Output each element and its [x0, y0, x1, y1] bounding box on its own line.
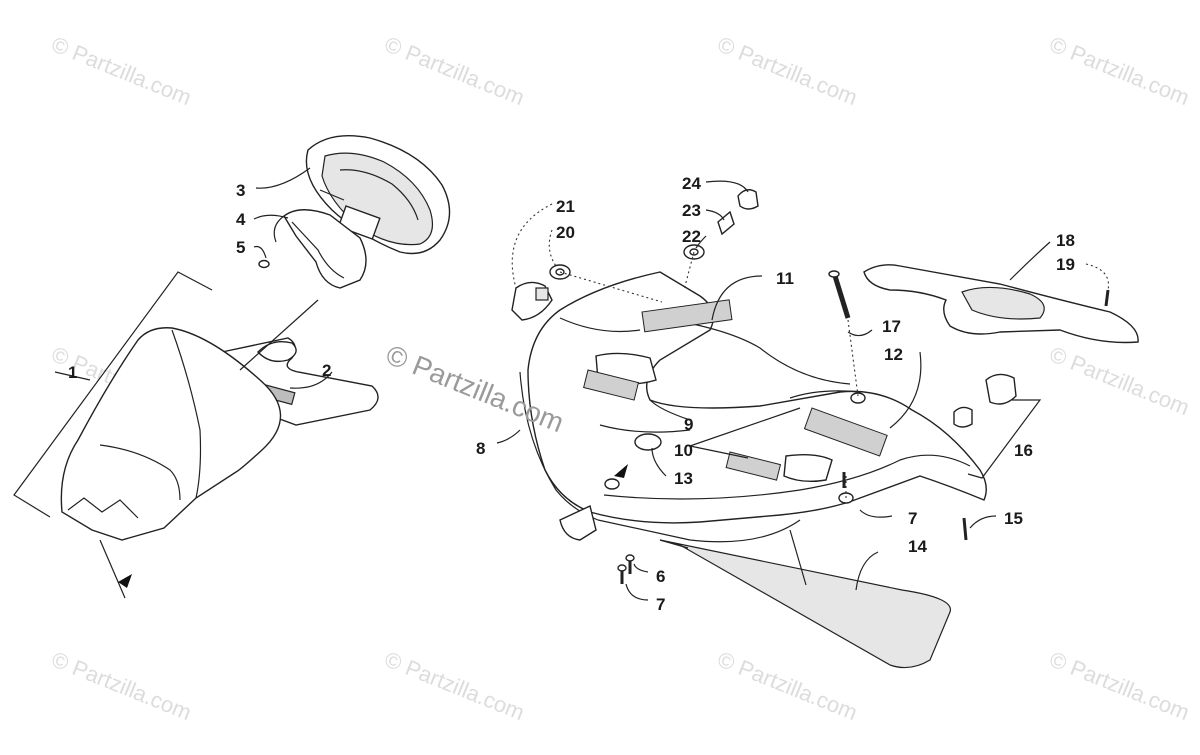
leaders-left — [54, 167, 345, 389]
watermark: © Partzilla.com — [1046, 341, 1193, 420]
callout-10: 10 — [674, 441, 693, 460]
part-5-screw — [258, 259, 270, 269]
callout-2: 2 — [322, 361, 331, 380]
part-21-switch — [511, 281, 553, 321]
part-1-hood — [60, 327, 282, 541]
callout-16: 16 — [1014, 441, 1033, 460]
watermark: © Partzilla.com — [714, 31, 861, 110]
watermark: © Partzilla.com — [1046, 31, 1193, 110]
watermark: © Partzilla.com — [381, 646, 528, 725]
callout-20: 20 — [556, 223, 575, 242]
callout-7: 7 — [656, 595, 665, 614]
callout-4: 4 — [236, 210, 246, 229]
part-4-bracket — [273, 209, 367, 289]
callout-15: 15 — [1004, 509, 1023, 528]
callout-5: 5 — [236, 238, 245, 257]
watermark: © Partzilla.com — [48, 646, 195, 725]
arrow-marker — [118, 574, 132, 588]
callout-19: 19 — [1056, 255, 1075, 274]
arrow-marker — [614, 464, 628, 478]
callout-7: 7 — [908, 509, 917, 528]
callout-9: 9 — [684, 415, 693, 434]
part-14-bottom-panel — [659, 529, 951, 669]
callout-23: 23 — [682, 201, 701, 220]
decal-9 — [583, 369, 640, 401]
part-13-cap — [634, 433, 662, 451]
part-8-dash-body — [519, 271, 987, 543]
callout-24: 24 — [682, 174, 701, 193]
screws — [617, 289, 1110, 584]
decal-10 — [725, 451, 782, 481]
decal-12 — [803, 407, 888, 457]
callout-labels: 1 2 3 4 5 6 7 7 8 9 10 11 12 13 14 15 16… — [68, 174, 1075, 614]
callout-13: 13 — [674, 469, 693, 488]
callout-14: 14 — [908, 537, 927, 556]
callout-6: 6 — [656, 567, 665, 586]
callout-3: 3 — [236, 181, 245, 200]
part-3-gauge-housing — [305, 135, 451, 255]
watermark: © Partzilla.com — [381, 31, 528, 110]
watermark: © Partzilla.com — [48, 31, 195, 110]
decal-11 — [641, 299, 733, 333]
part-18-cover — [863, 264, 1139, 344]
part-17-bolt — [828, 270, 851, 319]
callout-8: 8 — [476, 439, 485, 458]
callout-1: 1 — [68, 363, 77, 382]
watermark: © Partzilla.com — [714, 646, 861, 725]
part-16-fitting — [953, 373, 1042, 479]
bracket-item-1 — [13, 271, 213, 599]
watermark: © Partzilla.com — [1046, 646, 1193, 725]
callout-22: 22 — [682, 227, 701, 246]
leaders-right — [496, 180, 1110, 601]
part-23-stem — [717, 210, 735, 236]
callout-11: 11 — [776, 269, 794, 288]
part-24-knob — [737, 189, 759, 210]
callout-18: 18 — [1056, 231, 1075, 250]
callout-21: 21 — [556, 197, 575, 216]
callout-12: 12 — [884, 345, 903, 364]
callout-17: 17 — [882, 317, 901, 336]
